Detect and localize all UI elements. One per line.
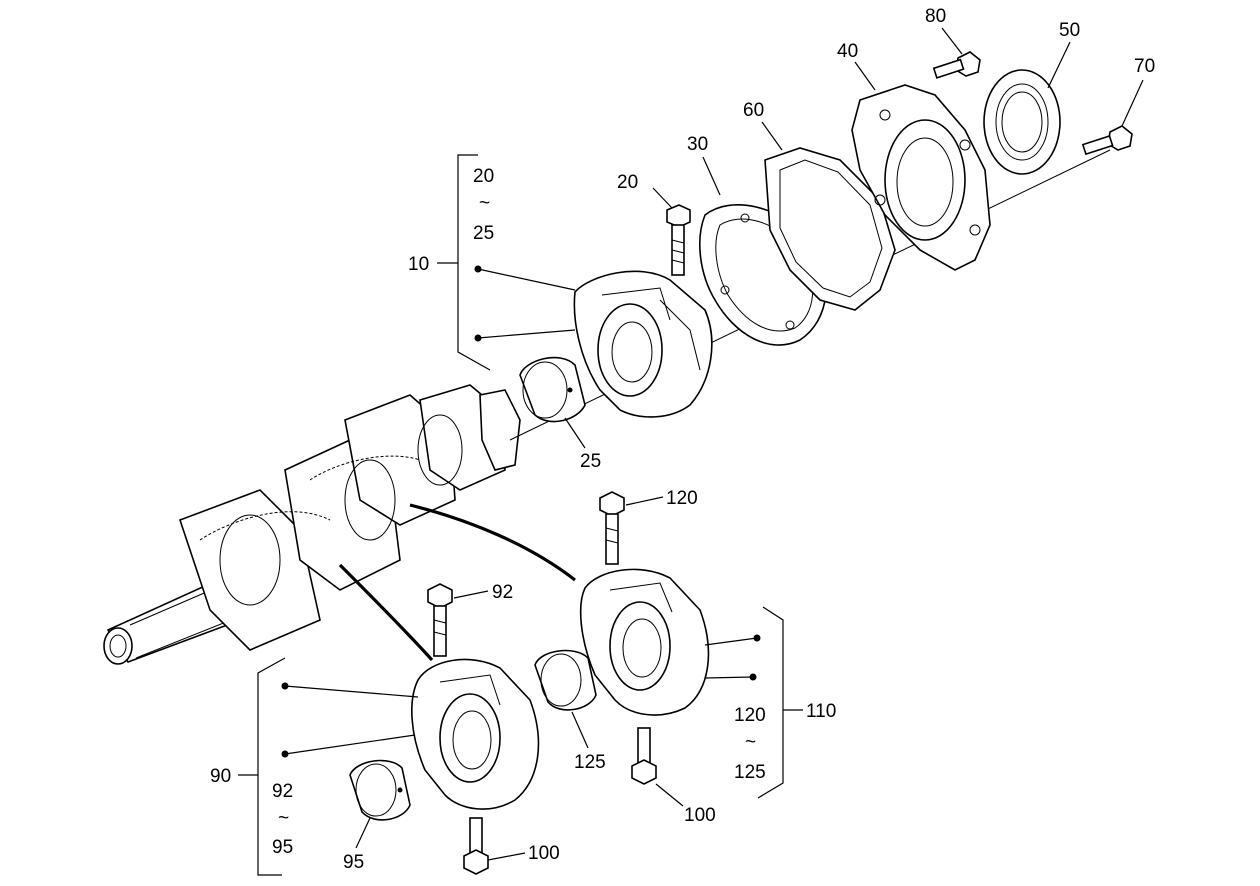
leader-dot-90a <box>284 685 419 698</box>
label-60: 60 <box>743 100 764 121</box>
label-90: 90 <box>210 766 231 787</box>
bearing-shell-25 <box>519 356 586 423</box>
bolt-92 <box>427 583 453 657</box>
label-92-range-tilde: ~ <box>278 808 289 829</box>
leader-70 <box>1121 79 1144 127</box>
bracket-10 <box>457 154 491 371</box>
leader-30 <box>702 156 721 196</box>
label-80: 80 <box>925 6 946 27</box>
leader-80 <box>941 27 963 55</box>
leader-dot-90b <box>284 734 416 755</box>
bearing-block-10 <box>573 270 713 418</box>
leader-20 <box>652 187 673 209</box>
label-92: 92 <box>492 582 513 603</box>
label-100-right: 100 <box>684 805 716 826</box>
label-110: 110 <box>806 701 836 722</box>
label-120-range-tilde: ~ <box>745 732 756 753</box>
label-120: 120 <box>666 488 698 509</box>
label-125-range-end: 125 <box>734 762 766 783</box>
label-20-range-tilde: ~ <box>479 193 490 214</box>
bolt-100-right <box>631 727 657 785</box>
bolt-20 <box>666 204 691 276</box>
leader-120 <box>625 496 664 506</box>
leader-92 <box>453 590 489 599</box>
leader-100-left <box>487 852 526 861</box>
label-20: 20 <box>617 172 638 193</box>
bracket-90 <box>257 657 286 876</box>
label-95: 95 <box>343 852 364 873</box>
bolt-70 <box>1081 125 1133 156</box>
leader-dot-110b <box>704 676 754 679</box>
leader-125 <box>571 711 589 749</box>
label-20-range-start: 20 <box>473 166 494 187</box>
leader-50 <box>1047 41 1071 89</box>
guide-line-lower-left <box>338 563 434 662</box>
leader-40 <box>854 61 876 91</box>
label-100-left: 100 <box>528 843 560 864</box>
leader-dot-110a <box>704 637 758 646</box>
gasket-60 <box>764 147 896 311</box>
leader-25 <box>564 417 586 449</box>
label-95-range-end: 95 <box>272 837 293 858</box>
bearing-shell-95 <box>349 759 411 821</box>
label-125: 125 <box>574 752 606 773</box>
crankshaft <box>103 384 521 665</box>
housing-40 <box>851 84 991 271</box>
bearing-block-90 <box>411 658 540 810</box>
bolt-80 <box>932 51 981 79</box>
bearing-block-110 <box>579 568 710 716</box>
leader-100-right <box>655 783 684 807</box>
leader-dot-10b <box>477 329 576 339</box>
label-10: 10 <box>408 254 429 275</box>
bracket-110 <box>757 606 784 799</box>
label-120-range-start: 120 <box>734 705 766 726</box>
leader-60 <box>761 121 783 151</box>
label-70: 70 <box>1134 56 1155 77</box>
leader-dot-10a <box>477 268 576 291</box>
bolt-100-left <box>463 817 489 875</box>
bearing-shell-125 <box>534 649 597 711</box>
label-25: 25 <box>580 451 601 472</box>
label-50: 50 <box>1059 20 1080 41</box>
label-30: 30 <box>687 134 708 155</box>
leader-95 <box>355 817 371 849</box>
label-25-range-end: 25 <box>473 223 494 244</box>
label-40: 40 <box>837 41 858 62</box>
label-92-range-start: 92 <box>272 781 293 802</box>
guide-line-lower-right <box>409 503 576 582</box>
bolt-120 <box>599 491 625 565</box>
seal-50 <box>983 69 1061 175</box>
